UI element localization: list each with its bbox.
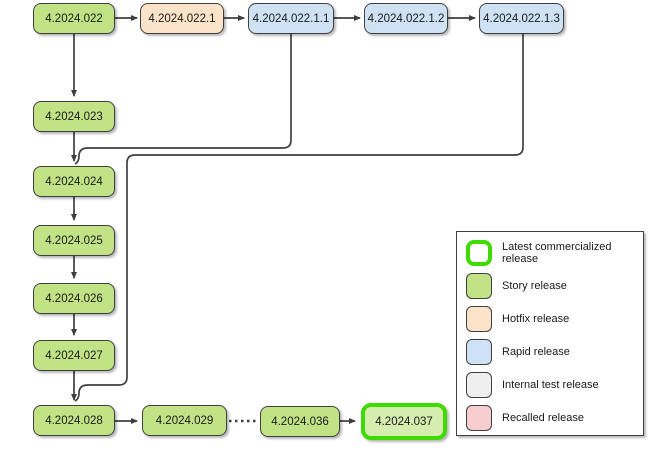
node-4-2024-037[interactable]: 4.2024.037 xyxy=(361,403,447,440)
node-4-2024-022-1-1[interactable]: 4.2024.022.1.1 xyxy=(248,3,334,34)
node-4-2024-022[interactable]: 4.2024.022 xyxy=(33,3,115,34)
node-4-2024-036[interactable]: 4.2024.036 xyxy=(260,406,340,437)
rapid-release-swatch xyxy=(466,339,492,365)
legend-item-story: Story release xyxy=(457,273,643,299)
internal-test-release-swatch xyxy=(466,372,492,398)
node-4-2024-027[interactable]: 4.2024.027 xyxy=(33,340,115,371)
legend-label: Hotfix release xyxy=(502,313,570,325)
legend-label: Recalled release xyxy=(502,412,584,424)
legend-item-latest: Latest commercialized release xyxy=(457,240,643,266)
legend-item-rapid: Rapid release xyxy=(457,339,643,365)
legend-label: Internal test release xyxy=(502,379,599,391)
edge-022-1-1-to-024 xyxy=(74,34,292,165)
legend-label: Latest commercialized release xyxy=(502,241,612,265)
legend-item-recalled: Recalled release xyxy=(457,405,643,431)
node-4-2024-023[interactable]: 4.2024.023 xyxy=(33,101,115,132)
node-4-2024-024[interactable]: 4.2024.024 xyxy=(33,166,115,197)
edge-022-1-3-to-028 xyxy=(74,34,524,402)
node-4-2024-022-1-3[interactable]: 4.2024.022.1.3 xyxy=(479,3,564,34)
legend-label: Rapid release xyxy=(502,346,570,358)
legend-label: Story release xyxy=(502,280,567,292)
legend-item-internal: Internal test release xyxy=(457,372,643,398)
node-4-2024-025[interactable]: 4.2024.025 xyxy=(33,225,115,256)
node-4-2024-028[interactable]: 4.2024.028 xyxy=(33,405,115,436)
recalled-release-swatch xyxy=(466,405,492,431)
latest-release-swatch xyxy=(466,240,492,266)
story-release-swatch xyxy=(466,273,492,299)
legend-item-hotfix: Hotfix release xyxy=(457,306,643,332)
legend-box: Latest commercialized release Story rele… xyxy=(456,231,644,436)
hotfix-release-swatch xyxy=(466,306,492,332)
node-4-2024-022-1[interactable]: 4.2024.022.1 xyxy=(140,3,224,34)
node-4-2024-026[interactable]: 4.2024.026 xyxy=(33,283,115,314)
node-4-2024-022-1-2[interactable]: 4.2024.022.1.2 xyxy=(364,3,448,34)
node-4-2024-029[interactable]: 4.2024.029 xyxy=(142,405,227,436)
